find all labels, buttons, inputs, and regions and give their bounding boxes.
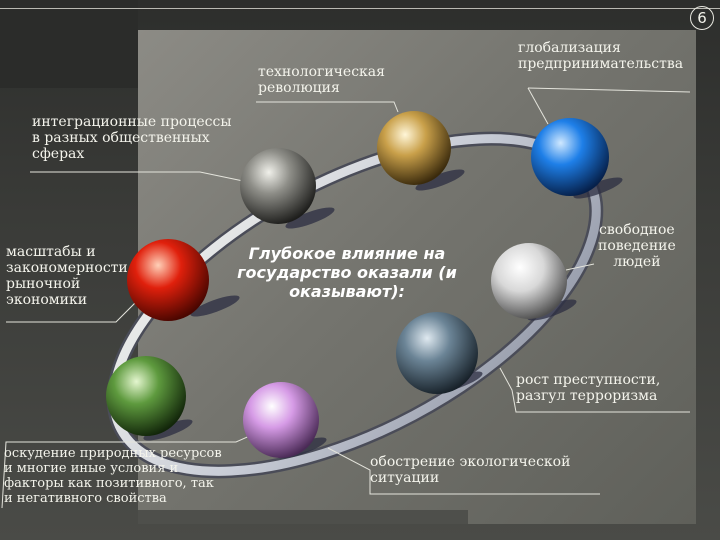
slide-number: 6 xyxy=(690,6,714,30)
sphere-free xyxy=(491,243,567,319)
bottom-bar xyxy=(138,510,468,524)
sphere-shadows xyxy=(143,169,623,459)
corner-block xyxy=(0,0,138,88)
connector-crime xyxy=(499,367,690,413)
connector-eco xyxy=(327,447,600,495)
label-global: глобализация предпринимательства xyxy=(518,40,684,72)
connector-global-top xyxy=(527,87,691,93)
label-tech: технологическая революция xyxy=(258,64,385,96)
connector-global xyxy=(527,87,549,125)
sphere-tech xyxy=(377,111,451,185)
sphere-eco xyxy=(243,382,319,458)
label-eco: обострение экологической ситуации xyxy=(370,454,571,486)
sphere-resources xyxy=(106,356,186,436)
connector-tech xyxy=(256,101,399,113)
connector-free xyxy=(565,263,595,271)
sphere-global xyxy=(531,118,609,196)
label-integr: интеграционные процессы в разных обществ… xyxy=(32,114,232,162)
sphere-integr xyxy=(240,148,316,224)
sphere-market xyxy=(127,239,209,321)
center-heading: Глубокое влияние на государство оказали … xyxy=(237,244,457,301)
label-market: масштабы и закономерности рыночной эконо… xyxy=(6,244,128,308)
label-free: свободное поведение людей xyxy=(598,222,676,270)
sphere-crime xyxy=(396,312,478,394)
label-crime: рост преступности, разгул терроризма xyxy=(516,372,661,404)
top-rule xyxy=(0,8,720,9)
label-resources: оскудение природных ресурсов и многие ин… xyxy=(4,446,222,506)
connector-integr xyxy=(30,171,249,183)
